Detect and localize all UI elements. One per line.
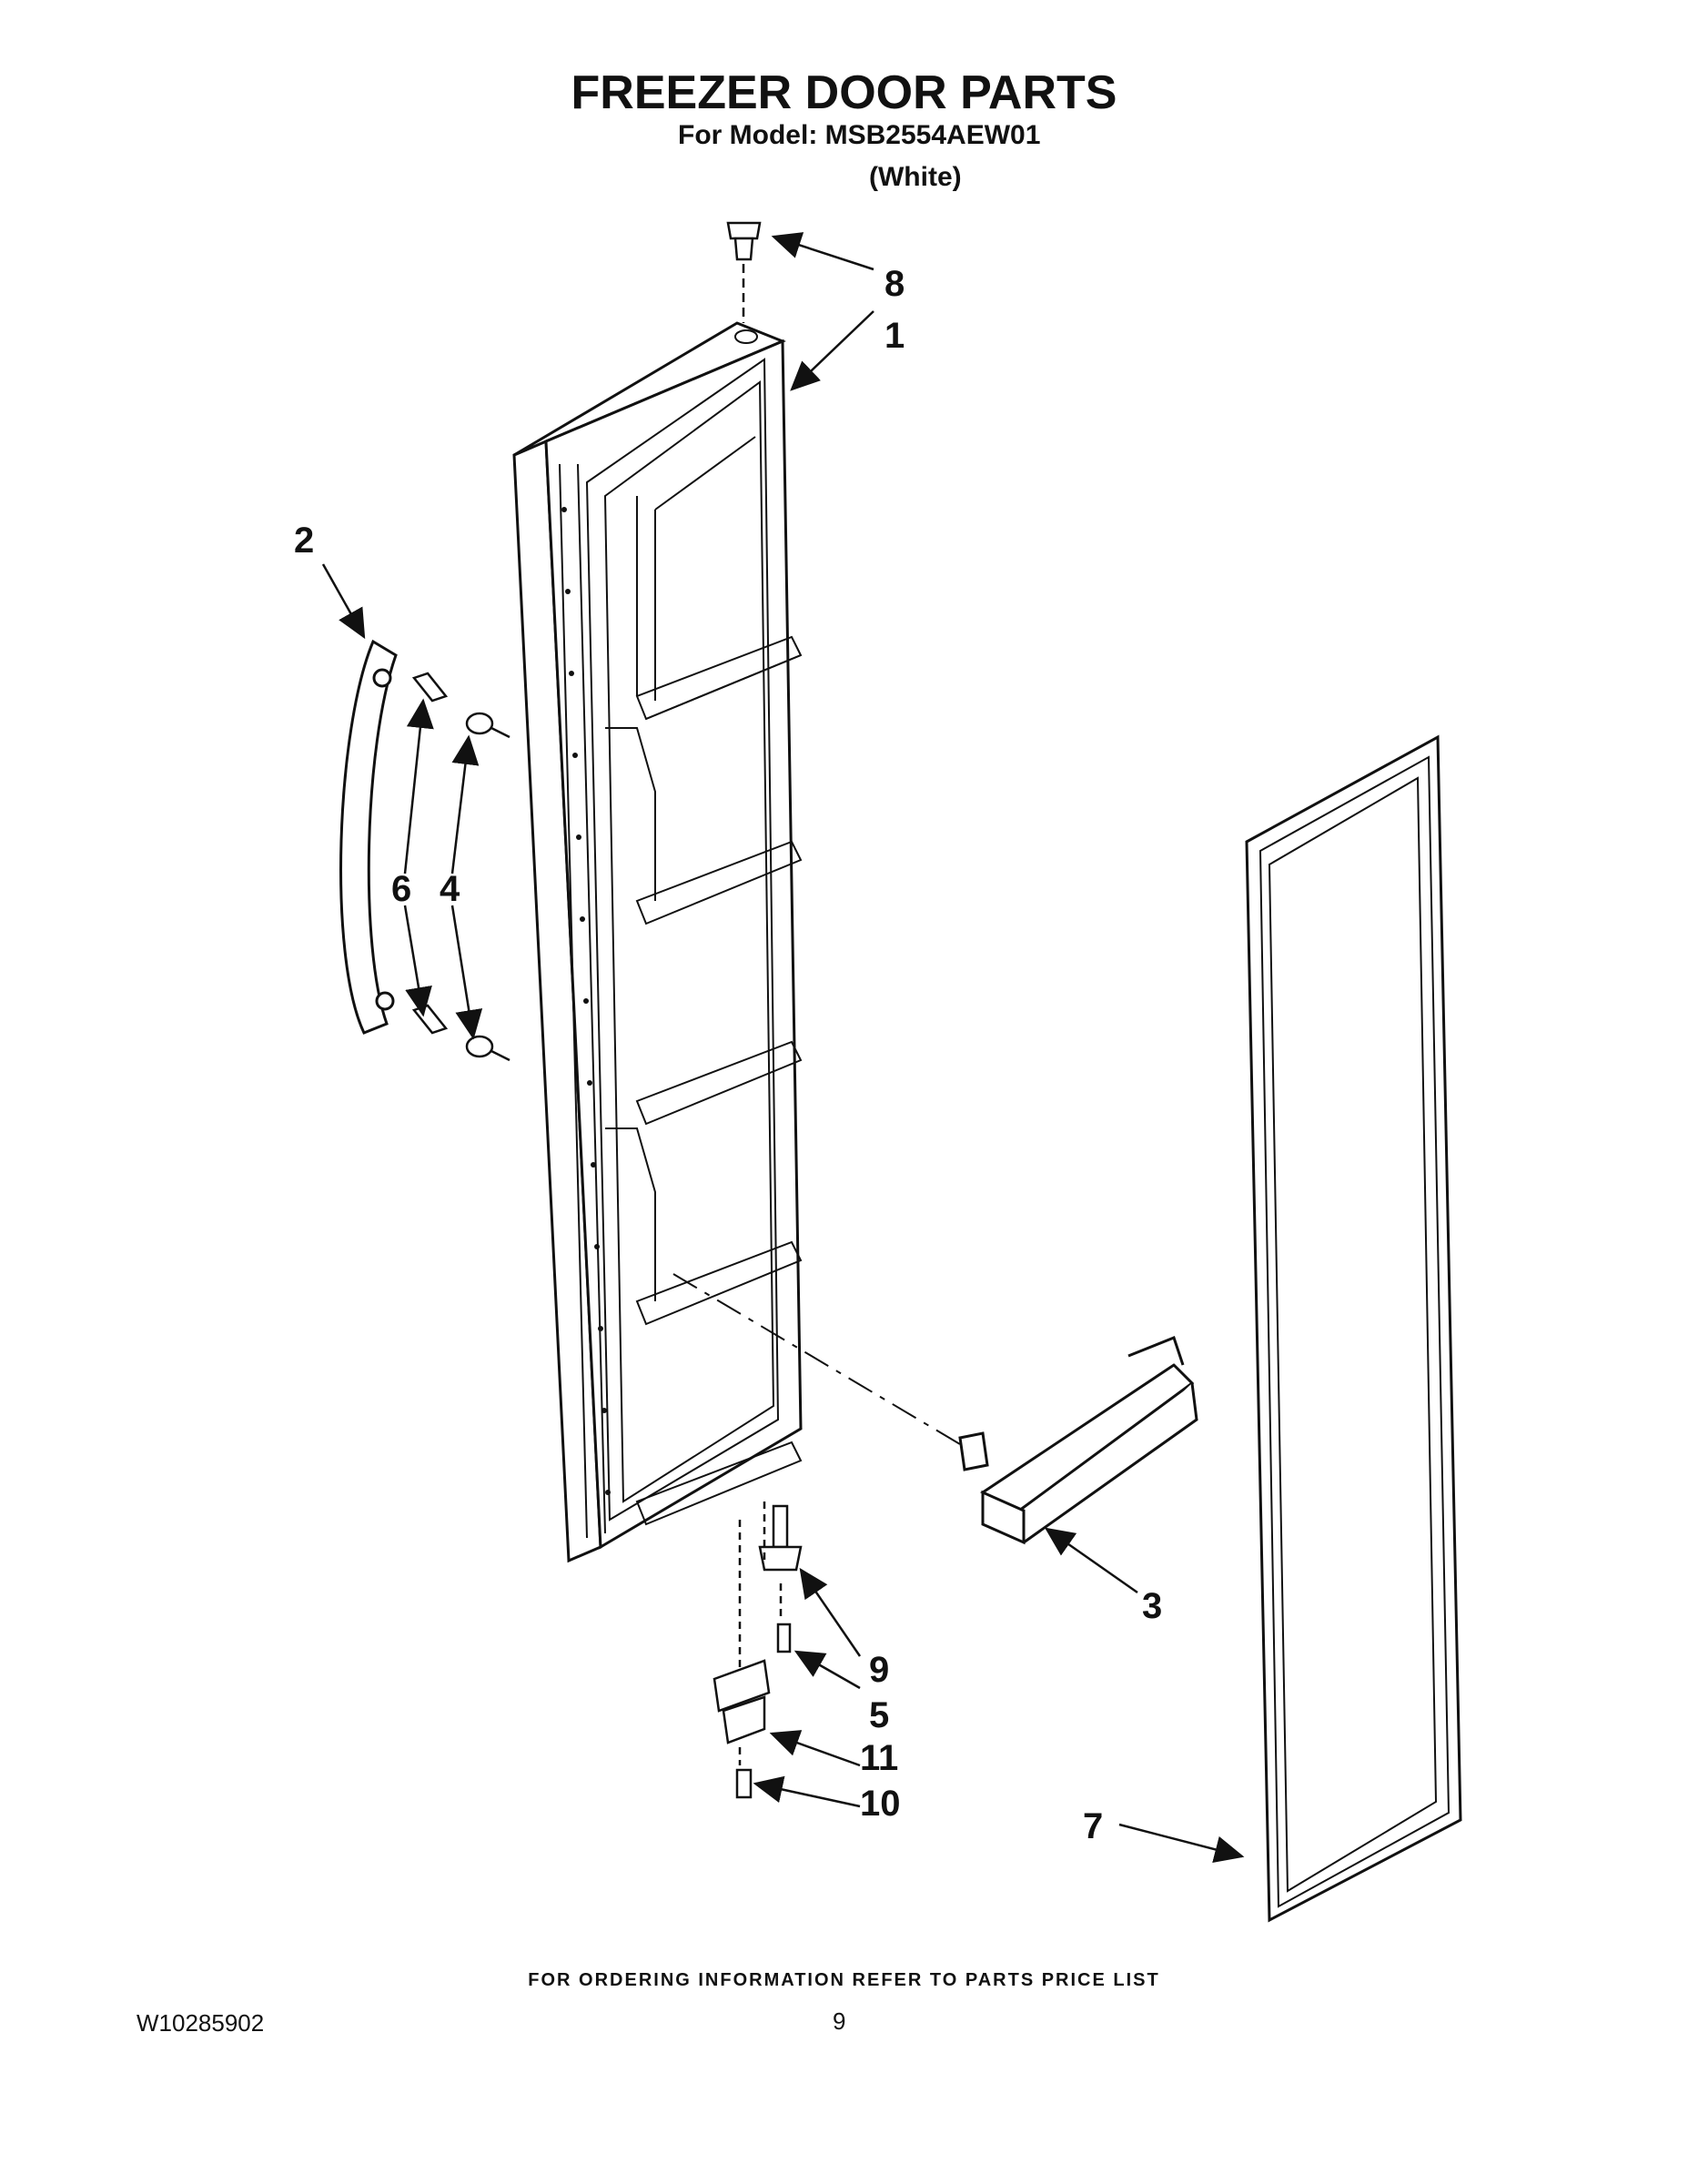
callout-5: 5 [869,1695,889,1735]
callout-10: 10 [860,1784,901,1824]
page-number: 9 [833,2007,846,2035]
callout-11: 11 [860,1738,898,1778]
page-title: FREEZER DOOR PARTS [571,66,1117,119]
top-hinge-pin [726,221,762,323]
door-handle [339,639,398,1035]
door-gasket [1245,734,1462,1923]
bottom-hinge-assembly [713,1502,803,1799]
document-number: W10285902 [136,2009,265,2037]
color-variant: (White) [869,162,962,192]
ordering-note: FOR ORDERING INFORMATION REFER TO PARTS … [528,1970,1160,1990]
callout-6: 6 [391,869,411,909]
handle-spacers [465,712,510,1062]
shelf-bar-guide-line [672,1273,965,1448]
callout-8: 8 [884,264,905,304]
callout-7: 7 [1083,1806,1103,1846]
handle-screws [411,672,449,1035]
callout-3: 3 [1142,1586,1162,1626]
model-line: For Model: MSB2554AEW01 [678,120,1041,150]
callout-9: 9 [869,1650,889,1690]
freezer-door [512,321,803,1563]
door-shelf-bar [958,1336,1198,1545]
callout-1: 1 [884,316,905,356]
callout-4: 4 [440,869,460,909]
callout-leaders [321,232,1245,1863]
callout-2: 2 [294,521,314,561]
